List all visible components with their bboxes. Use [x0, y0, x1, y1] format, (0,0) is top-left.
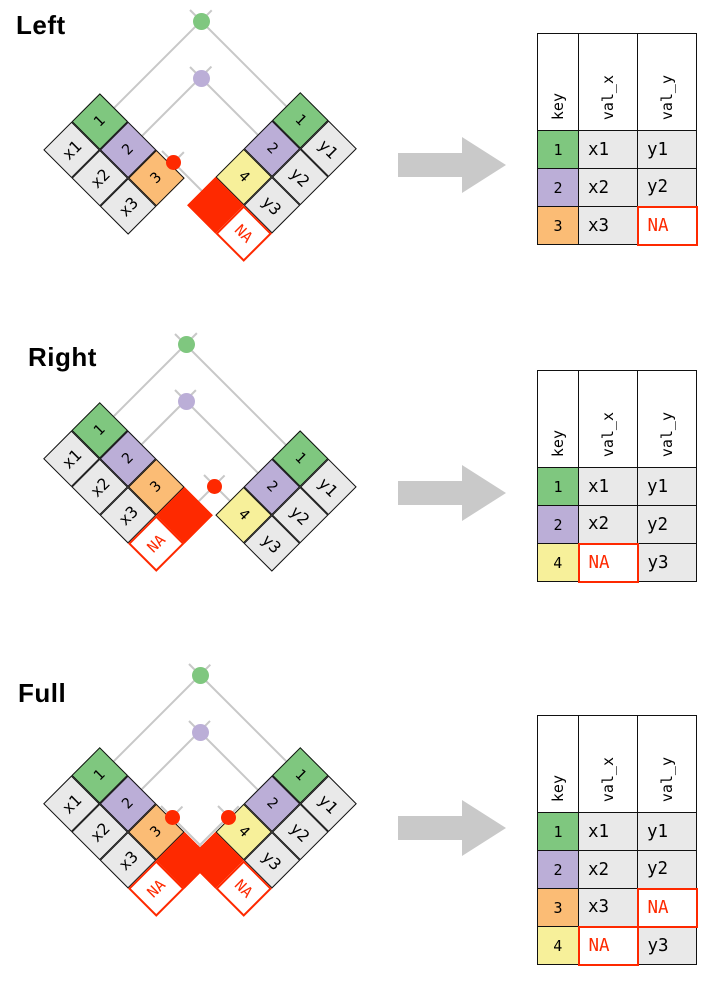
result-row: 1 x1 y1 — [537, 467, 697, 506]
col-header-val-x: val_x — [578, 33, 638, 131]
lattice-lines-layer — [0, 660, 400, 960]
val-x-cell: x1 — [578, 130, 638, 169]
val-x-cell: x3 — [578, 206, 638, 245]
col-header-label: key — [549, 429, 567, 457]
section-title: Full — [18, 678, 67, 708]
left-join-section: Left x1 1 x2 2 x3 3 1 y1 2 y2 4 y3 NA ke… — [0, 0, 710, 330]
result-row: 3 x3 NA — [537, 887, 698, 928]
key-cell: 4 — [537, 926, 579, 965]
arrow-right-icon — [398, 800, 506, 856]
result-table: key val_x val_y 1 x1 y1 2 x2 y2 4 NA y3 — [537, 370, 697, 583]
header-row: key val_x val_y — [537, 33, 697, 131]
val-x-cell: x3 — [578, 888, 638, 927]
full-join-section: Full x1 1 x2 2 x3 3 NA 1 y1 2 y2 4 y3 NA — [0, 660, 710, 996]
join-diagram: x1 1 x2 2 x3 3 NA 1 y1 2 y2 4 y3 — [0, 330, 400, 630]
result-table: key val_x val_y 1 x1 y1 2 x2 y2 3 x3 NA — [537, 715, 698, 966]
col-header-val-x: val_x — [578, 370, 638, 468]
col-header-label: val_y — [658, 411, 676, 457]
val-x-cell: x2 — [578, 505, 638, 544]
key-cell: 4 — [537, 543, 579, 582]
val-y-cell: y3 — [637, 926, 697, 965]
result-row: 2 x2 y2 — [537, 505, 697, 544]
match-dot-purple — [177, 392, 195, 410]
result-row: 4 NA y3 — [537, 542, 697, 583]
match-dot-green — [191, 666, 209, 684]
col-header-val-y: val_y — [637, 370, 697, 468]
right-join-section: Right x1 1 x2 2 x3 3 NA 1 y1 2 y2 4 y3 k… — [0, 330, 710, 660]
result-row: 2 x2 y2 — [537, 850, 697, 889]
col-header-val-x: val_x — [578, 715, 638, 813]
result-row: 3 x3 NA — [537, 205, 698, 246]
arrow-body — [398, 153, 462, 177]
arrow-head — [462, 465, 506, 521]
col-header-label: val_x — [599, 411, 617, 457]
na-cell: NA — [636, 205, 698, 246]
result-row: 2 x2 y2 — [537, 168, 697, 207]
na-cell: NA — [577, 925, 639, 966]
key-cell: 2 — [537, 850, 579, 889]
val-y-cell: y1 — [637, 467, 697, 506]
section-title: Left — [16, 10, 66, 40]
val-x-cell: x1 — [578, 812, 638, 851]
match-dot-purple — [191, 723, 209, 741]
val-y-cell: y1 — [637, 812, 697, 851]
col-header-label: key — [549, 774, 567, 802]
match-dot-green — [177, 335, 195, 353]
key-cell: 2 — [537, 168, 579, 207]
key-cell: 1 — [537, 467, 579, 506]
match-dot-red — [164, 809, 180, 825]
arrow-body — [398, 481, 462, 505]
result-table: key val_x val_y 1 x1 y1 2 x2 y2 3 x3 NA — [537, 33, 698, 246]
arrow-body — [398, 816, 462, 840]
na-cell: NA — [636, 887, 698, 928]
arrow-right-icon — [398, 137, 506, 193]
result-row: 4 NA y3 — [537, 925, 697, 966]
key-cell: 3 — [537, 888, 579, 927]
key-cell: 1 — [537, 812, 579, 851]
val-x-cell: x2 — [578, 850, 638, 889]
val-y-cell: y1 — [637, 130, 697, 169]
col-header-label: val_y — [658, 756, 676, 802]
result-row: 1 x1 y1 — [537, 130, 697, 169]
val-x-cell: x2 — [578, 168, 638, 207]
val-y-cell: y2 — [637, 168, 697, 207]
key-cell: 2 — [537, 505, 579, 544]
col-header-key: key — [537, 33, 579, 131]
section-title: Right — [28, 342, 97, 372]
arrow-head — [462, 137, 506, 193]
match-dot-red — [165, 154, 181, 170]
lattice-lines-layer — [0, 0, 400, 300]
join-diagram: x1 1 x2 2 x3 3 NA 1 y1 2 y2 4 y3 NA — [0, 660, 400, 960]
na-cell: NA — [577, 542, 639, 583]
key-cell: 1 — [537, 130, 579, 169]
match-dot-red — [206, 478, 222, 494]
col-header-label: val_x — [599, 74, 617, 120]
arrow-head — [462, 800, 506, 856]
match-dot-purple — [192, 69, 210, 87]
lattice-lines-layer — [0, 330, 400, 630]
match-dot-green — [192, 12, 210, 30]
match-dot-red — [220, 809, 236, 825]
col-header-key: key — [537, 370, 579, 468]
result-row: 1 x1 y1 — [537, 812, 697, 851]
col-header-val-y: val_y — [637, 33, 697, 131]
key-cell: 3 — [537, 206, 579, 245]
col-header-label: key — [549, 92, 567, 120]
val-y-cell: y2 — [637, 850, 697, 889]
join-diagram: x1 1 x2 2 x3 3 1 y1 2 y2 4 y3 NA — [0, 0, 400, 300]
col-header-key: key — [537, 715, 579, 813]
header-row: key val_x val_y — [537, 370, 697, 468]
arrow-right-icon — [398, 465, 506, 521]
header-row: key val_x val_y — [537, 715, 697, 813]
val-y-cell: y2 — [637, 505, 697, 544]
col-header-label: val_x — [599, 756, 617, 802]
col-header-val-y: val_y — [637, 715, 697, 813]
val-x-cell: x1 — [578, 467, 638, 506]
val-y-cell: y3 — [637, 543, 697, 582]
col-header-label: val_y — [658, 74, 676, 120]
